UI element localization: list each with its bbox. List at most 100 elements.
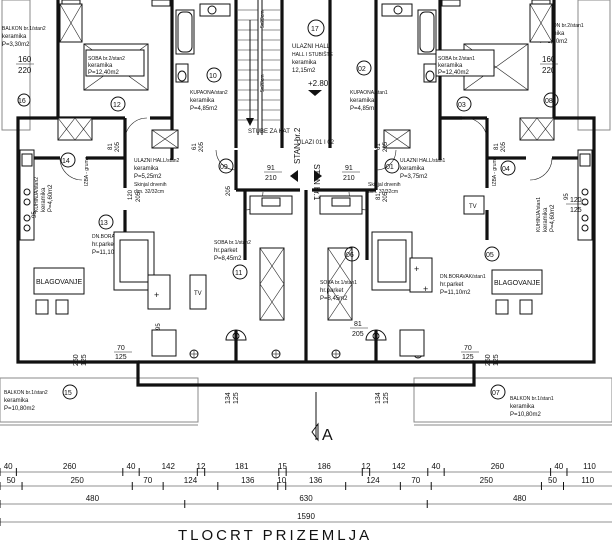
svg-text:160: 160 xyxy=(542,55,556,64)
balcony-top-left-outline xyxy=(1,0,31,131)
arrow-right-icon xyxy=(314,170,322,182)
svg-text:P=4,60m2: P=4,60m2 xyxy=(550,204,556,232)
dimension-label: 10 xyxy=(277,476,286,485)
dimension-label: 40 xyxy=(432,462,441,471)
svg-text:17: 17 xyxy=(311,26,319,33)
svg-text:10: 10 xyxy=(209,73,217,80)
svg-text:125: 125 xyxy=(233,392,240,404)
svg-text:keramika: keramika xyxy=(88,63,113,69)
entrance-label: ULAZI 01 I 02 xyxy=(297,140,335,146)
hall-level: +2.80 xyxy=(308,79,329,88)
svg-text:keramika: keramika xyxy=(134,166,159,172)
svg-text:70: 70 xyxy=(117,345,125,352)
svg-text:125: 125 xyxy=(462,354,474,361)
svg-text:205: 205 xyxy=(226,185,232,196)
svg-text:120: 120 xyxy=(570,197,582,204)
svg-text:210: 210 xyxy=(343,175,355,182)
dimension-label: 40 xyxy=(127,462,136,471)
svg-text:STAN br.2: STAN br.2 xyxy=(293,127,302,164)
svg-text:P=3,30m2: P=3,30m2 xyxy=(2,42,30,48)
svg-text:P=4,85m2: P=4,85m2 xyxy=(350,106,378,112)
svg-text:ULAZNI HALL/stan2: ULAZNI HALL/stan2 xyxy=(134,158,180,164)
dining-table-right xyxy=(491,269,543,295)
svg-text:220: 220 xyxy=(18,66,32,75)
section-arrow-icon xyxy=(311,422,319,442)
svg-text:81: 81 xyxy=(108,143,114,150)
svg-text:ULAZNI HALL/stan1: ULAZNI HALL/stan1 xyxy=(400,158,446,164)
svg-text:81: 81 xyxy=(494,143,500,150)
svg-text:14: 14 xyxy=(62,158,70,165)
dimension-label: 50 xyxy=(548,476,557,485)
dimension-label: 142 xyxy=(392,462,406,471)
svg-text:hr.parket: hr.parket xyxy=(320,288,344,294)
svg-text:P=5,25m2: P=5,25m2 xyxy=(134,174,162,180)
dimension-label: 1590 xyxy=(297,512,315,521)
dimension-label: 136 xyxy=(309,476,323,485)
svg-text:61: 61 xyxy=(376,143,382,150)
dimension-label: 260 xyxy=(63,462,77,471)
dimension-label: 142 xyxy=(162,462,176,471)
svg-text:hr.parket: hr.parket xyxy=(92,242,116,248)
svg-text:KUPAONA/stan1: KUPAONA/stan1 xyxy=(350,90,388,96)
svg-text:250: 250 xyxy=(73,354,80,366)
dimension-label: 70 xyxy=(411,476,420,485)
svg-text:STAN br.1: STAN br.1 xyxy=(312,164,321,201)
svg-text:BALKON br.2/stan1: BALKON br.2/stan1 xyxy=(540,23,584,29)
svg-text:03: 03 xyxy=(458,102,466,109)
level-marker-icon xyxy=(308,90,322,96)
svg-text:P=8,45m2: P=8,45m2 xyxy=(320,296,348,302)
svg-text:205: 205 xyxy=(115,141,121,152)
room-number-17 xyxy=(307,19,325,37)
svg-text:BLAGOVANJE: BLAGOVANJE xyxy=(494,280,540,287)
svg-text:205: 205 xyxy=(383,141,389,152)
svg-text:dim. 32/32cm: dim. 32/32cm xyxy=(368,189,398,195)
svg-text:BLAGOVANJE: BLAGOVANJE xyxy=(36,279,82,286)
dimension-label: 181 xyxy=(235,462,249,471)
svg-text:keramika: keramika xyxy=(4,398,29,404)
svg-text:09: 09 xyxy=(220,164,228,171)
svg-text:91: 91 xyxy=(345,165,353,172)
svg-text:P=11,10m2: P=11,10m2 xyxy=(440,290,471,296)
toilet-left xyxy=(175,63,189,83)
svg-text:95: 95 xyxy=(564,193,570,200)
opening-dimensions: 81 205 61 205 81 205 61 205 91 210 91 21… xyxy=(32,141,586,404)
svg-text:KUHINJA/stan2: KUHINJA/stan2 xyxy=(34,177,40,212)
svg-text:DN.BORAVAK/stan1: DN.BORAVAK/stan1 xyxy=(440,274,486,280)
dimension-label: 186 xyxy=(318,462,332,471)
dimension-label: 124 xyxy=(184,476,198,485)
svg-text:205: 205 xyxy=(501,141,507,152)
svg-text:BALKON br.1/stan2: BALKON br.1/stan2 xyxy=(2,26,46,32)
svg-text:Skinjal drvenih: Skinjal drvenih xyxy=(134,182,167,188)
svg-text:IZBA - gruma: IZBA - gruma xyxy=(492,156,498,186)
svg-text:keramika: keramika xyxy=(540,31,565,37)
svg-text:+: + xyxy=(154,290,159,300)
dimension-label: 250 xyxy=(480,476,494,485)
svg-text:13: 13 xyxy=(100,220,108,227)
svg-text:02: 02 xyxy=(358,66,366,73)
svg-text:Skinjal drvenih: Skinjal drvenih xyxy=(368,182,401,188)
balcony-bottom-left-outline xyxy=(0,377,199,423)
svg-text:95: 95 xyxy=(156,323,162,330)
svg-text:08: 08 xyxy=(545,98,553,105)
svg-text:P=4,85m2: P=4,85m2 xyxy=(190,106,218,112)
staircase: STUBE ZA KAT 5x29cm 5x28cm xyxy=(238,0,290,135)
svg-text:KUPAONA/stan2: KUPAONA/stan2 xyxy=(190,90,228,96)
dimension-label: 124 xyxy=(366,476,380,485)
svg-text:SOBA br.1/stan1: SOBA br.1/stan1 xyxy=(320,280,357,286)
svg-text:210: 210 xyxy=(265,175,277,182)
stairs-dim-a: 5x29cm xyxy=(260,10,266,28)
stairs-dim-b: 5x28cm xyxy=(260,74,266,92)
svg-text:P=3,30m2: P=3,30m2 xyxy=(540,39,568,45)
hall-floor: keramika xyxy=(292,60,317,66)
svg-text:06: 06 xyxy=(346,252,354,259)
svg-text:61: 61 xyxy=(192,143,198,150)
svg-text:125: 125 xyxy=(115,354,127,361)
svg-text:205: 205 xyxy=(352,331,364,338)
tv-unit-right xyxy=(463,195,485,215)
svg-text:P=11,10m2: P=11,10m2 xyxy=(92,250,123,256)
dimension-label: 110 xyxy=(581,476,594,485)
svg-text:KUHINJA/stan1: KUHINJA/stan1 xyxy=(536,197,542,232)
dimension-label: 12 xyxy=(362,462,371,471)
svg-text:hr.parket: hr.parket xyxy=(440,282,464,288)
